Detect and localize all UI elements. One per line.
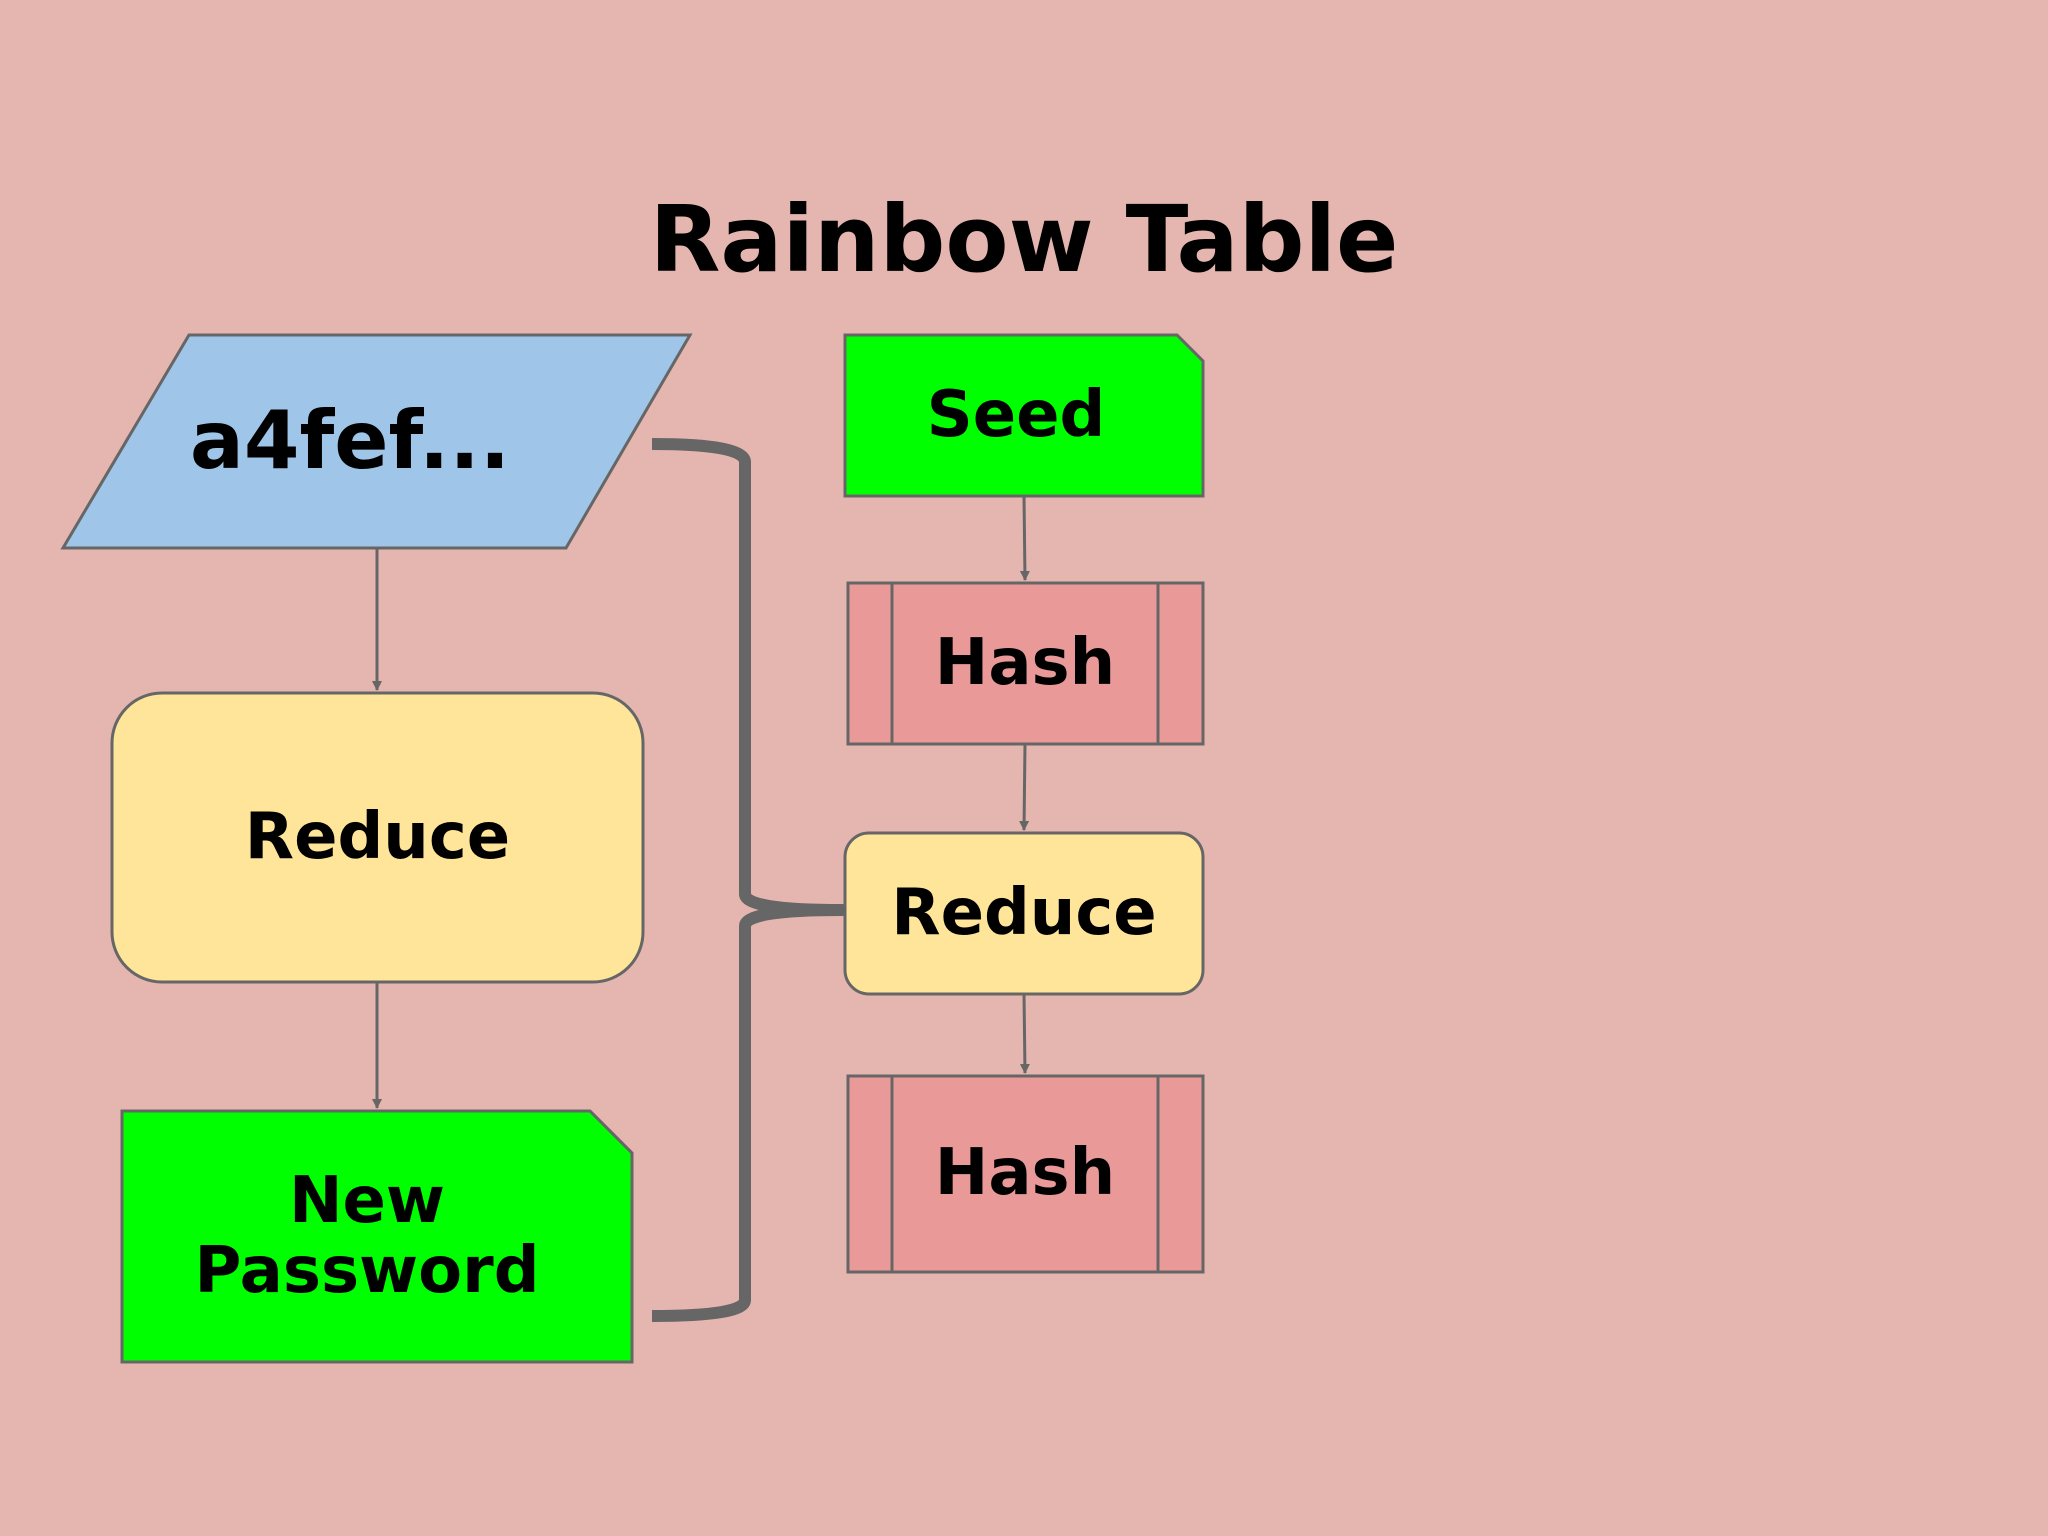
- reduce-left-label: Reduce: [244, 799, 511, 874]
- diagram-title: Rainbow Table: [649, 186, 1399, 293]
- reduce-right-label: Reduce: [891, 875, 1157, 950]
- input-hash-label: a4fef...: [189, 394, 511, 488]
- grouping-brace: [651, 438, 848, 1322]
- hash-box-top: [846, 581, 1205, 746]
- arrow-reduce-to-hash: [1019, 993, 1030, 1074]
- hash-box-bottom: [846, 1074, 1205, 1274]
- arrow-hash-to-reduce: [1019, 743, 1030, 831]
- new-password-label: New Password: [194, 1164, 540, 1308]
- hash-top-label: Hash: [934, 625, 1116, 700]
- seed-label: Seed: [926, 377, 1106, 452]
- reduce-left-box: [110, 691, 645, 984]
- arrow-seed-to-hash: [1019, 495, 1030, 581]
- seed-box: [843, 333, 1205, 498]
- reduce-right-box: [843, 831, 1205, 996]
- input-hash-parallelogram: [60, 333, 693, 550]
- new-password-box: [120, 1109, 634, 1364]
- hash-bottom-label: Hash: [934, 1136, 1116, 1211]
